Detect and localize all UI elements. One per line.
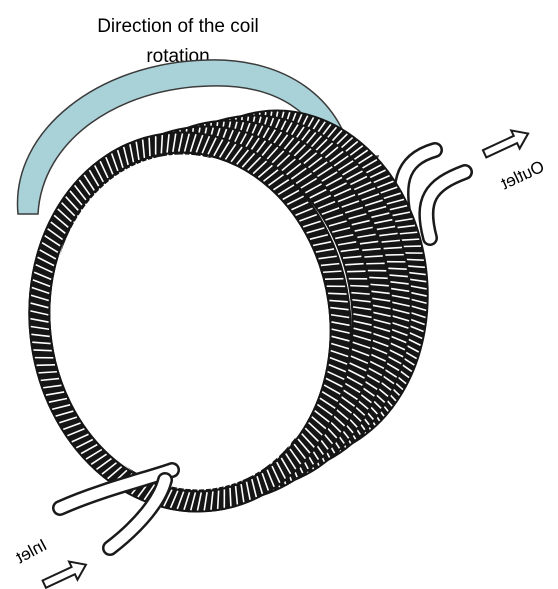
inlet-tubes [60,470,172,548]
inlet-label: Inlet [13,535,51,567]
outlet-label-group: Outlet [498,157,547,194]
outlet-arrow-icon [480,124,532,162]
inlet-arrow-icon [40,556,90,589]
outlet-label: Outlet [498,157,547,194]
rotation-title-line1: Direction of the coil [97,16,259,37]
inlet-label-group: Inlet [13,535,51,567]
coil-body [6,93,449,531]
